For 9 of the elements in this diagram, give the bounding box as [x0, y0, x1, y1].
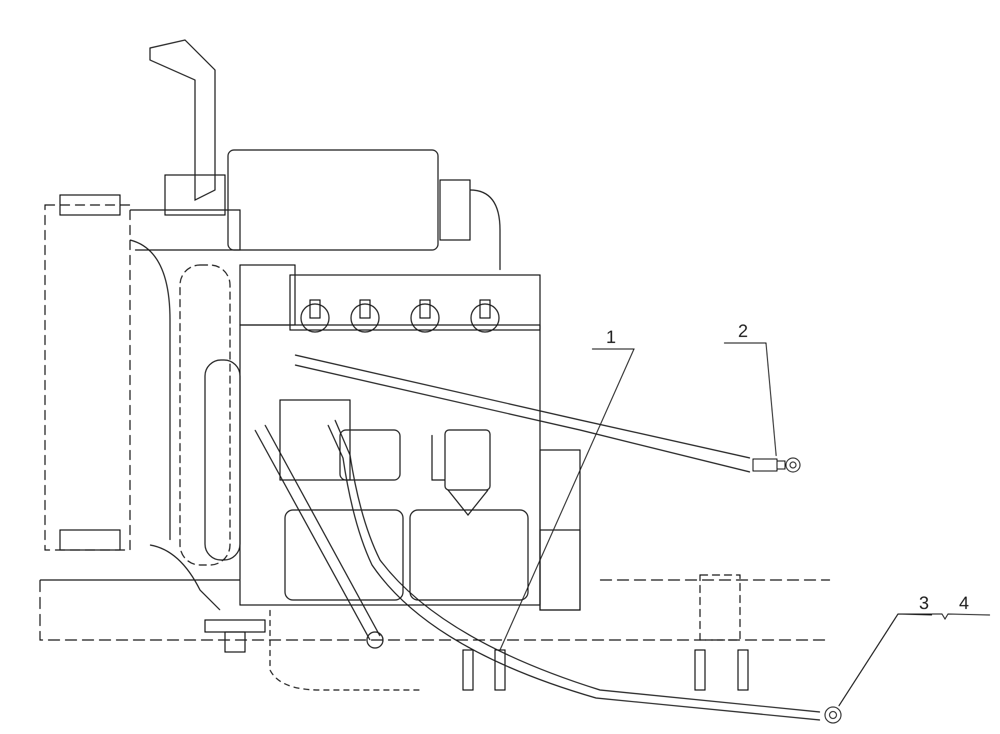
callout-number: 2 — [738, 322, 748, 340]
callout-number: 4 — [958, 594, 969, 612]
callout-number: 3 — [918, 594, 929, 612]
callout-number: 1 — [606, 328, 616, 346]
leader-line — [724, 342, 777, 456]
leader-line — [838, 614, 990, 706]
leader-line — [500, 348, 635, 650]
hose-end-fitting — [752, 456, 802, 474]
hose-eye-fitting — [824, 706, 842, 724]
